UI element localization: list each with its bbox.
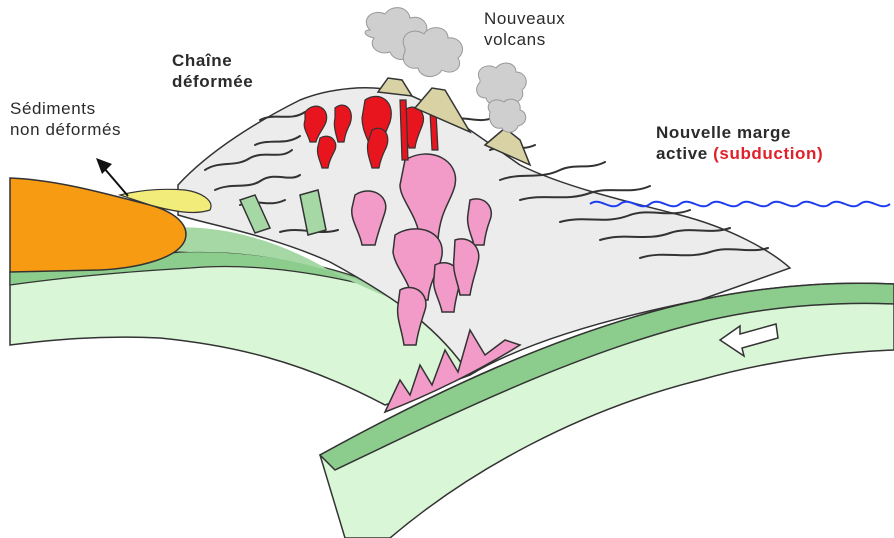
label-chaine-deformee: Chaîne déformée — [172, 50, 253, 92]
chain-label-line2: déformée — [172, 71, 253, 92]
sediments-label-line2: non déformés — [10, 119, 121, 140]
chain-label-line1: Chaîne — [172, 50, 253, 71]
label-nouvelle-marge-active: Nouvelle marge active (subduction) — [656, 122, 823, 164]
volcanoes-label-line1: Nouveaux — [484, 8, 565, 29]
margin-label-highlight: (subduction) — [713, 144, 823, 163]
margin-label-line2: active (subduction) — [656, 143, 823, 164]
volcano-left — [378, 78, 412, 96]
margin-label-prefix: active — [656, 144, 713, 163]
margin-label-line1: Nouvelle marge — [656, 122, 823, 143]
sediments-label-line1: Sédiments — [10, 98, 121, 119]
arrow-up-left-icon — [96, 158, 128, 196]
label-sediments-non-deformes: Sédiments non déformés — [10, 98, 121, 140]
volcanoes-label-line2: volcans — [484, 29, 565, 50]
label-nouveaux-volcans: Nouveaux volcans — [484, 8, 565, 50]
